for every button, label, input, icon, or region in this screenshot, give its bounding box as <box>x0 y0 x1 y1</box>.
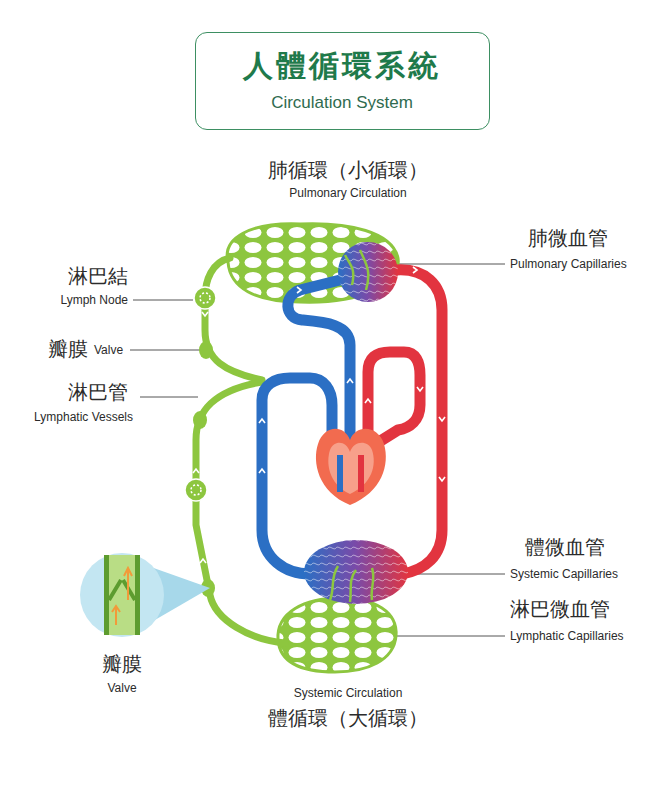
flow-arrow <box>413 267 417 273</box>
heart <box>316 429 386 505</box>
lymph-valves <box>193 341 215 597</box>
title-box: 人體循環系統 Circulation System <box>195 32 490 130</box>
part-name: 肺微血管 <box>528 226 608 250</box>
blood-vessels <box>262 270 442 574</box>
lymph-capillary-threads <box>330 250 373 602</box>
flow-arrow <box>193 469 199 473</box>
part-name-en: Lymph Node <box>60 293 128 307</box>
part-name: 瓣膜 <box>102 652 142 676</box>
flow-arrow <box>200 559 206 563</box>
circulation-name: 肺循環（小循環） <box>268 158 428 182</box>
flow-arrow <box>259 419 265 423</box>
part-name: 瓣膜 <box>48 337 88 361</box>
leader-lines <box>130 264 505 636</box>
flow-arrow <box>259 469 265 473</box>
part-name: 淋巴管 <box>68 380 128 404</box>
valve-inset <box>80 553 210 637</box>
circulation-name-en: Pulmonary Circulation <box>289 186 406 200</box>
lymph-nodes <box>185 287 216 501</box>
part-name: 體微血管 <box>525 535 605 559</box>
title-text: 人體循環系統 <box>222 47 463 85</box>
flow-arrow <box>439 417 445 421</box>
circulation-name-en: Systemic Circulation <box>294 686 403 700</box>
part-name-en: Lymphatic Vessels <box>34 410 133 424</box>
flow-arrows <box>193 267 445 563</box>
part-name: 淋巴微血管 <box>510 597 610 621</box>
flow-arrow <box>439 477 445 481</box>
part-name-en: Pulmonary Capillaries <box>510 257 627 271</box>
part-name-en: Valve <box>94 343 123 357</box>
flow-arrow <box>202 312 208 316</box>
lymph-vessels <box>196 258 285 643</box>
part-name-en: Valve <box>107 681 136 695</box>
part-name: 淋巴結 <box>68 264 128 288</box>
flow-arrow <box>297 287 301 293</box>
pulmonary-capillary-bed <box>338 242 398 302</box>
part-name-en: Lymphatic Capillaries <box>510 629 624 643</box>
systemic-lymph-mesh <box>278 598 396 672</box>
flow-arrow <box>417 387 423 391</box>
flow-arrow <box>347 379 353 383</box>
systemic-capillary-bed <box>304 540 408 604</box>
subtitle-text: Circulation System <box>222 91 463 115</box>
circulation-name: 體循環（大循環） <box>268 706 428 730</box>
flow-arrow <box>365 399 371 403</box>
part-name-en: Systemic Capillaries <box>510 567 618 581</box>
